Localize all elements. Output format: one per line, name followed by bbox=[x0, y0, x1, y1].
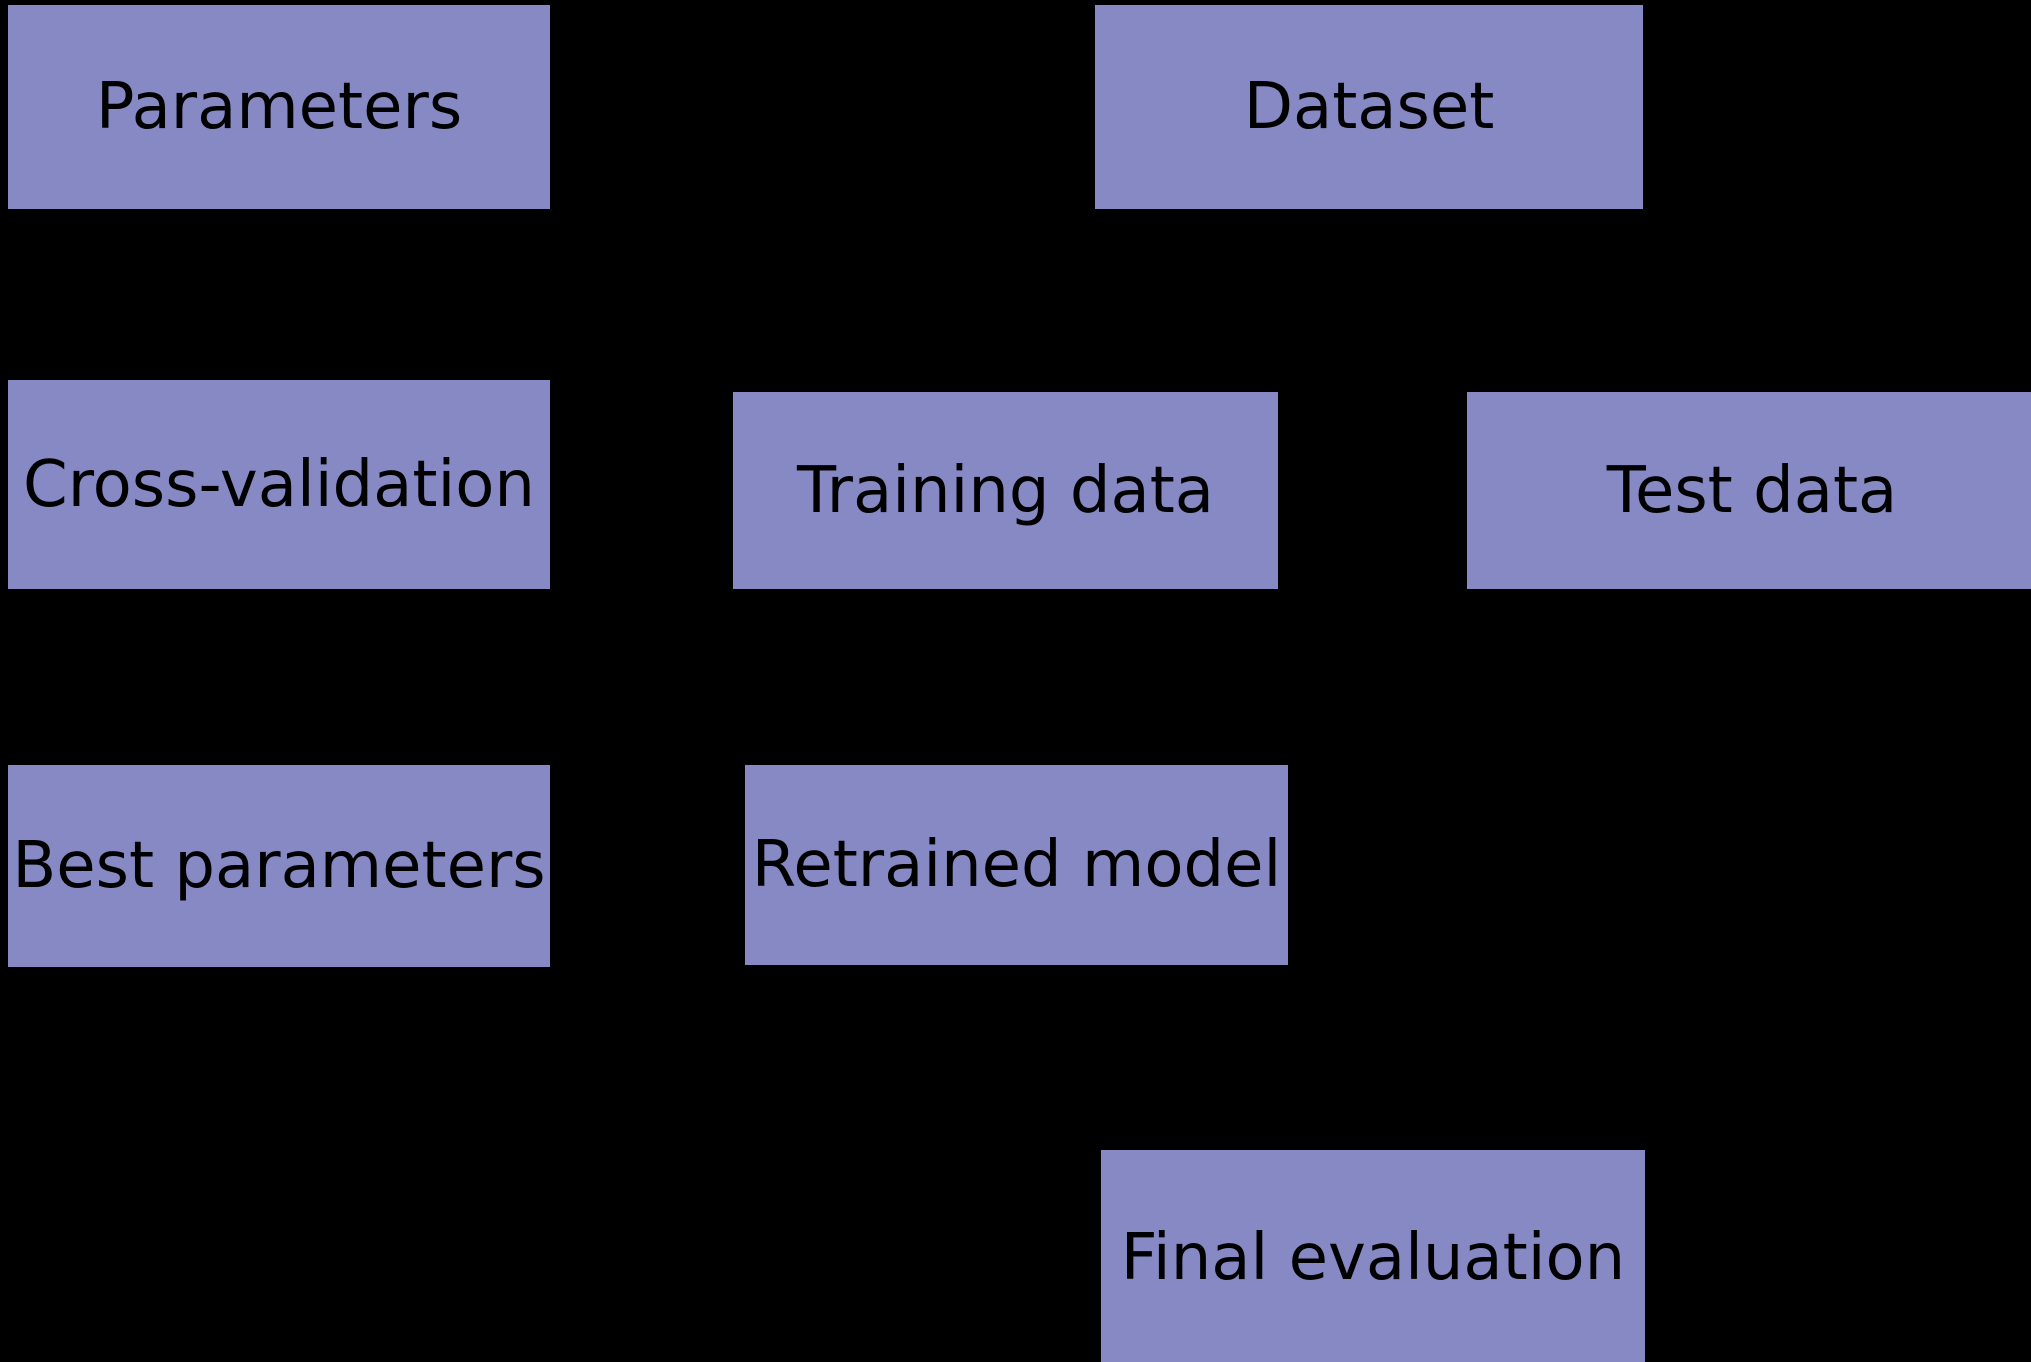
node-cross-validation[interactable]: Cross-validation bbox=[8, 380, 550, 589]
node-training-data-label: Training data bbox=[796, 453, 1215, 528]
node-retrained-model[interactable]: Retrained model bbox=[745, 765, 1288, 965]
node-parameters[interactable]: Parameters bbox=[8, 5, 550, 209]
node-best-parameters[interactable]: Best parameters bbox=[8, 765, 550, 967]
node-best-parameters-label: Best parameters bbox=[12, 829, 546, 903]
node-parameters-label: Parameters bbox=[95, 70, 463, 144]
node-retrained-model-label: Retrained model bbox=[751, 828, 1282, 902]
node-dataset[interactable]: Dataset bbox=[1095, 5, 1643, 209]
node-dataset-label: Dataset bbox=[1243, 70, 1495, 144]
node-cross-validation-label: Cross-validation bbox=[23, 447, 535, 522]
node-final-evaluation-label: Final evaluation bbox=[1120, 1220, 1626, 1295]
node-final-evaluation[interactable]: Final evaluation bbox=[1101, 1150, 1645, 1362]
node-test-data[interactable]: Test data bbox=[1467, 392, 2031, 589]
node-training-data[interactable]: Training data bbox=[733, 392, 1278, 589]
node-test-data-label: Test data bbox=[1606, 453, 1898, 528]
